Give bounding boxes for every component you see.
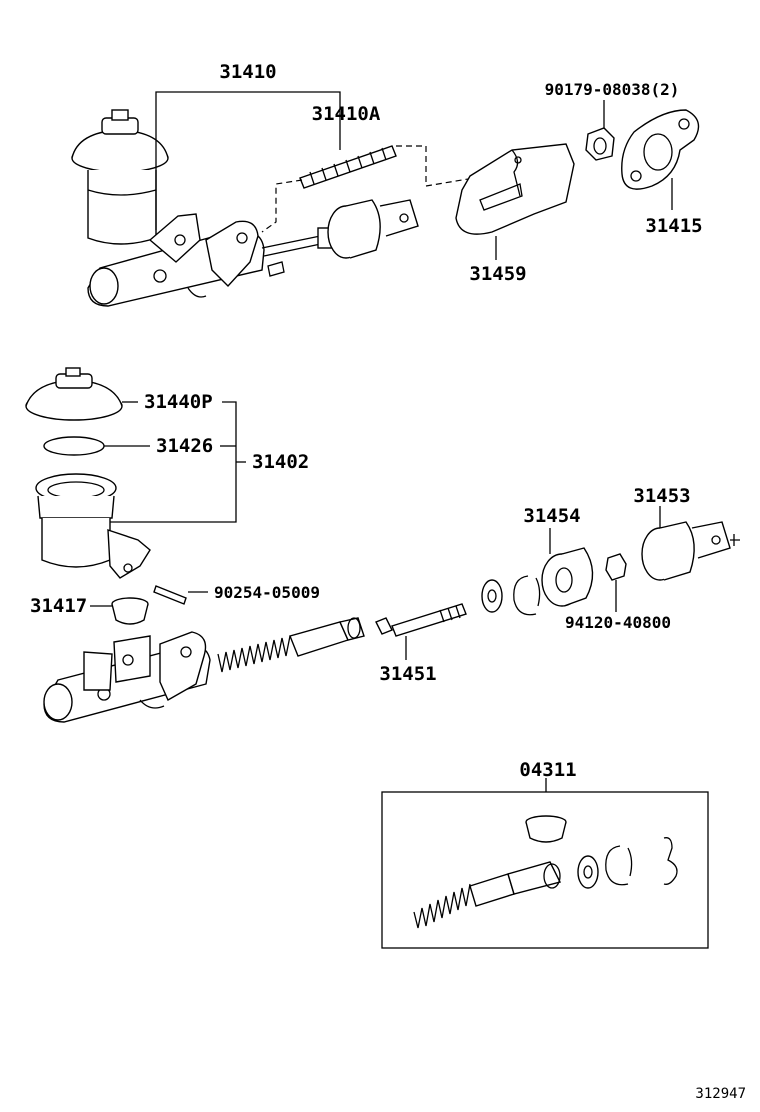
label-31451: 31451 (379, 663, 436, 685)
dashed-line-stud-to-body (261, 179, 303, 233)
kit-snap-ring (605, 845, 633, 886)
clevis-31453 (641, 521, 740, 581)
label-31426: 31426 (156, 435, 213, 457)
label-94120-40800: 94120-40800 (565, 613, 671, 632)
nut-94120 (605, 553, 627, 581)
cylinder-body (43, 631, 211, 723)
kit-spring-and-piston (413, 861, 562, 929)
washer (481, 579, 503, 613)
bracket-31402 (108, 401, 237, 523)
gasket-31459 (455, 143, 575, 235)
reservoir-31402 (35, 473, 151, 579)
label-31417: 31417 (30, 595, 87, 617)
nut-90179 (585, 127, 615, 161)
label-31453: 31453 (633, 485, 690, 507)
label-31415: 31415 (645, 215, 702, 237)
label-31454: 31454 (523, 505, 580, 527)
label-90179-08038: 90179-08038(2) (545, 80, 680, 99)
kit-cotter-pin (663, 837, 678, 885)
boot-31454 (541, 547, 594, 607)
kit-grommet (525, 815, 567, 843)
snap-ring (513, 575, 541, 616)
plate-31415 (621, 109, 700, 190)
push-rod-31451 (375, 603, 467, 637)
label-04311: 04311 (519, 759, 576, 781)
figure-number: 312947 (695, 1086, 746, 1102)
label-31459: 31459 (469, 263, 526, 285)
label-31402: 31402 (252, 451, 309, 473)
spring-and-piston (217, 617, 365, 673)
repair-kit-box (381, 791, 709, 949)
seal-31426 (43, 436, 105, 456)
label-90254-05009: 90254-05009 (214, 583, 320, 602)
label-31440p: 31440P (144, 391, 213, 413)
label-31410a: 31410A (312, 103, 381, 125)
kit-washer (577, 855, 599, 889)
label-31410: 31410 (219, 61, 276, 83)
grommet-31417 (111, 597, 149, 625)
master-cylinder-assembly (71, 109, 419, 307)
leader-31410 (155, 91, 341, 230)
reservoir-cap-31440p (25, 367, 123, 421)
dashed-line-stud-to-gasket (396, 145, 475, 187)
pin-90254 (153, 585, 187, 605)
